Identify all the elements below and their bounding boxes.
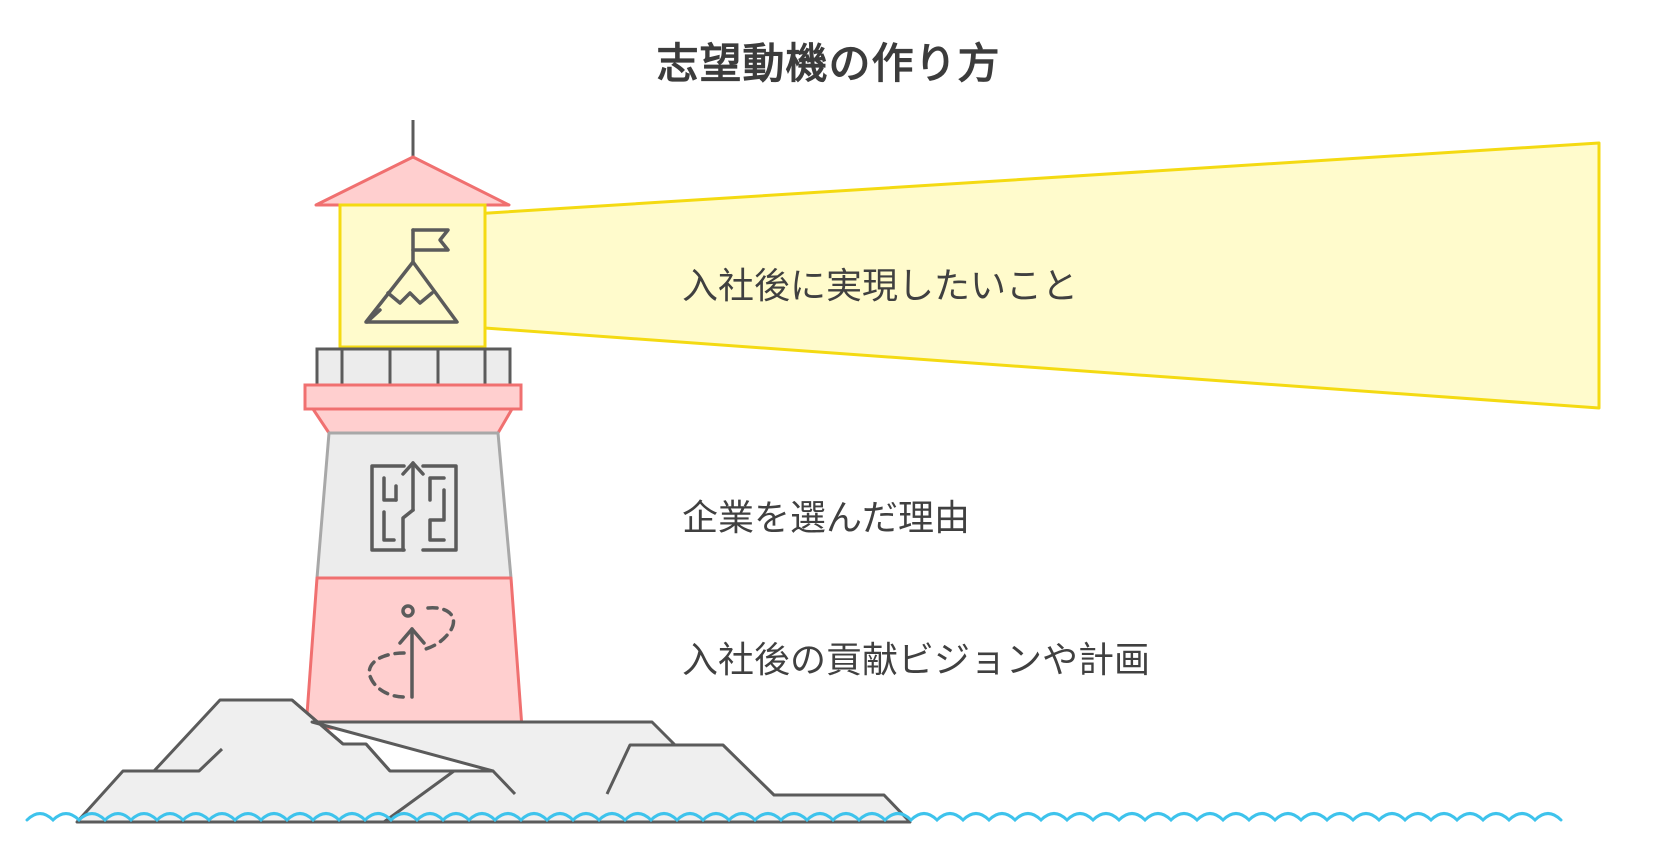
- lantern-room: [338, 203, 487, 349]
- water-waves: [25, 812, 1563, 823]
- label-reason-for-company: 企業を選んだ理由: [682, 498, 971, 539]
- balcony-base: [311, 407, 514, 435]
- maze-icon: [370, 461, 458, 552]
- gallery-railing: [315, 347, 512, 387]
- page-title: 志望動機の作り方: [656, 39, 1001, 88]
- mountain-flag-icon: [364, 228, 459, 324]
- path-arrow-icon: [367, 604, 456, 699]
- lighthouse-roof: [314, 155, 511, 207]
- rocks: [75, 698, 912, 824]
- label-realize-after-joining: 入社後に実現したいこと: [682, 266, 1079, 307]
- label-contribution-vision: 入社後の貢献ビジョンや計画: [682, 640, 1151, 681]
- tower-lower-section: [304, 576, 524, 730]
- balcony-band: [303, 383, 523, 411]
